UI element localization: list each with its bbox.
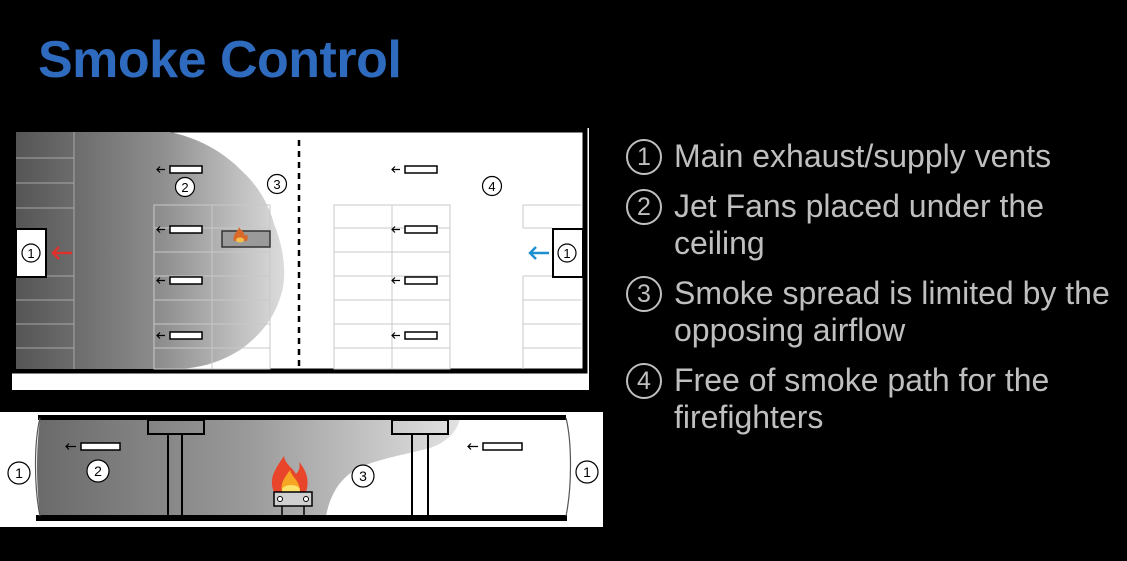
parking-section-diagram: 1 2 3 1: [0, 412, 603, 527]
legend-text: Smoke spread is limited by the opposing …: [674, 275, 1110, 348]
section-callout-jet-fan: 2: [86, 459, 110, 483]
plan-smoke-plume: [16, 132, 285, 369]
plan-outer-wall: [12, 128, 588, 374]
plan-vent-right-number: 1: [563, 246, 570, 261]
plan-jet-fan: [391, 165, 438, 174]
section-callout-vent-left-number: 1: [15, 465, 23, 481]
section-callout-vent-right-number: 1: [583, 464, 591, 480]
section-right-wall: [565, 417, 572, 517]
plan-jet-fans: [156, 165, 438, 340]
legend-number-badge: 4: [626, 363, 662, 399]
plan-supply-vent-right: 1: [552, 228, 584, 278]
legend-number-badge: 1: [626, 139, 662, 175]
plan-callout-clear-zone: 4: [481, 175, 503, 197]
plan-jet-fan: [156, 276, 203, 285]
legend-number-badge: 3: [626, 276, 662, 312]
parking-plan-diagram: 1 1 2 3 4: [12, 128, 589, 390]
section-jet-fan-left: [65, 442, 121, 451]
plan-jet-fan: [156, 225, 203, 234]
plan-jet-fan: [391, 331, 438, 340]
plan-callout-smoke-front: 3: [266, 173, 288, 195]
legend-item: 3 Smoke spread is limited by the opposin…: [626, 275, 1121, 349]
section-smoke-plume: [37, 418, 460, 516]
legend-item: 4 Free of smoke path for the firefighter…: [626, 362, 1121, 436]
legend-list: 1 Main exhaust/supply vents 2 Jet Fans p…: [626, 138, 1121, 449]
section-burning-car: [271, 456, 313, 515]
legend-text: Jet Fans placed under the ceiling: [674, 188, 1045, 261]
legend-item: 1 Main exhaust/supply vents: [626, 138, 1121, 175]
legend-number-badge: 2: [626, 189, 662, 225]
plan-jet-fan: [156, 165, 203, 174]
plan-callout-jet-fan-number: 2: [181, 180, 188, 195]
exhaust-arrow-icon: [51, 246, 72, 260]
section-callout-smoke-front: 3: [351, 464, 375, 488]
section-floor-slab: [36, 515, 567, 521]
section-callout-smoke-front-number: 3: [359, 468, 367, 484]
section-jet-fan-right: [467, 442, 523, 451]
legend-text: Main exhaust/supply vents: [674, 138, 1052, 174]
plan-callout-jet-fan: 2: [174, 176, 196, 198]
plan-burning-car: [221, 227, 271, 248]
section-columns: [147, 419, 449, 515]
legend-item: 2 Jet Fans placed under the ceiling: [626, 188, 1121, 262]
legend-text: Free of smoke path for the firefighters: [674, 362, 1050, 435]
plan-parking-grid-right: [333, 204, 581, 370]
plan-exhaust-vent-left: 1: [15, 228, 47, 278]
plan-callout-clear-zone-number: 4: [488, 179, 495, 194]
section-callout-jet-fan-number: 2: [94, 463, 102, 479]
section-callout-vent-right: 1: [575, 460, 599, 484]
plan-jet-fan: [391, 225, 438, 234]
section-ceiling-slab: [38, 415, 566, 420]
section-left-wall: [34, 417, 41, 517]
supply-arrow-icon: [528, 246, 549, 260]
plan-vent-left-number: 1: [27, 246, 34, 261]
plan-callout-smoke-front-number: 3: [273, 177, 280, 192]
slide-title: Smoke Control: [38, 31, 402, 89]
plan-jet-fan: [391, 276, 438, 285]
plan-jet-fan: [156, 331, 203, 340]
section-callout-vent-left: 1: [7, 461, 31, 485]
